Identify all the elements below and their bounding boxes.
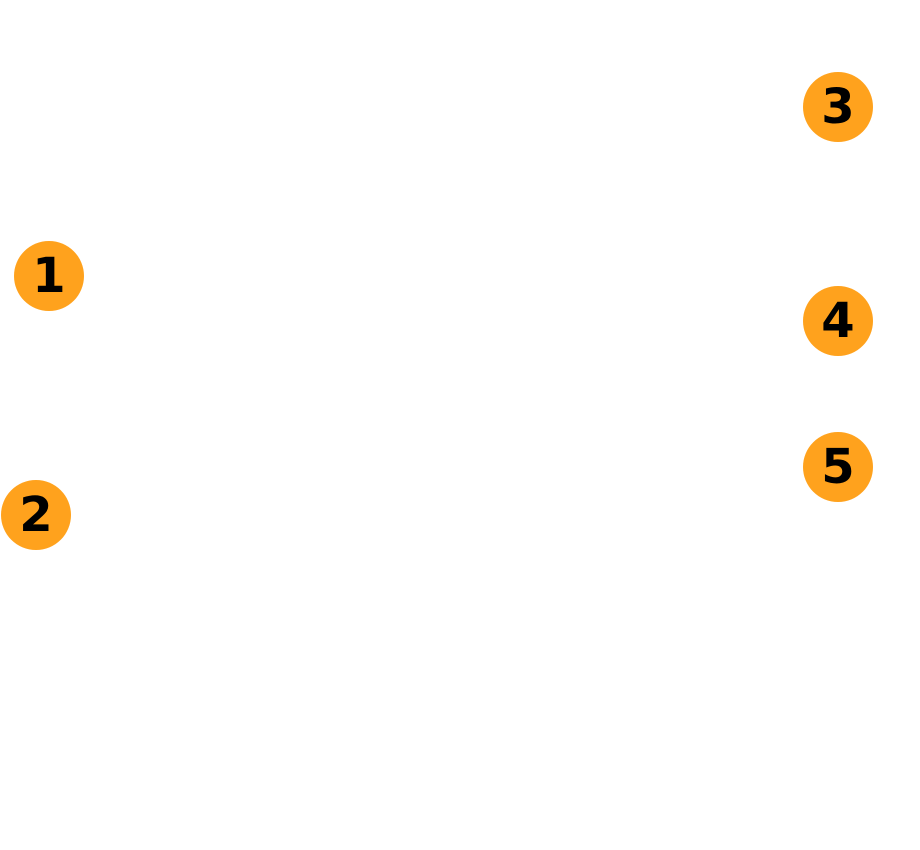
callout-number-1: 1	[32, 248, 66, 304]
callout-number-5: 5	[821, 439, 855, 495]
callout-marker-4: 4	[803, 286, 873, 356]
callout-marker-3: 3	[803, 72, 873, 142]
callout-number-2: 2	[19, 487, 53, 543]
callout-number-3: 3	[821, 79, 855, 135]
callout-number-4: 4	[821, 293, 855, 349]
callout-marker-5: 5	[803, 432, 873, 502]
callout-marker-1: 1	[14, 241, 84, 311]
callout-marker-2: 2	[1, 480, 71, 550]
